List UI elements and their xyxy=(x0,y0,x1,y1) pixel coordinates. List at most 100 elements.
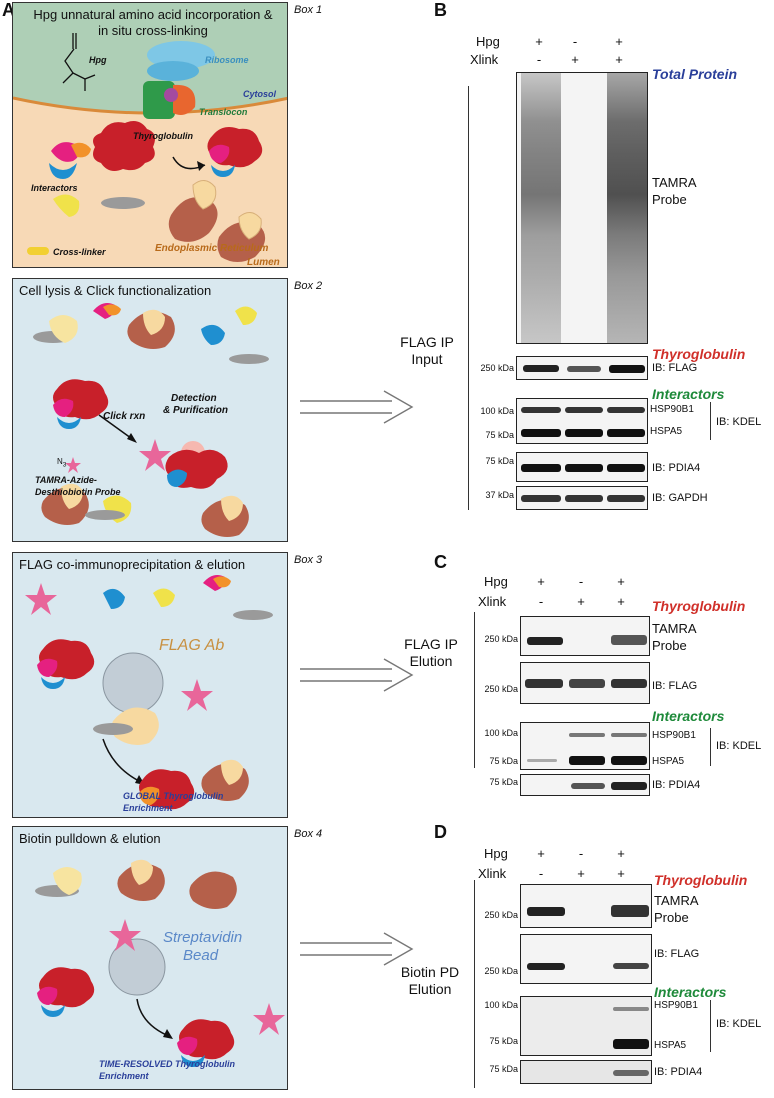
global-enrichment-line2: Enrichment xyxy=(123,803,173,813)
b-flag-blot xyxy=(516,356,648,380)
d-xlink-lane1: - xyxy=(538,866,544,881)
c-hsp90b1: HSP90B1 xyxy=(652,730,696,741)
probe-label-line1: TAMRA-Azide- xyxy=(35,475,97,485)
thyroglobulin-label: Thyroglobulin xyxy=(133,131,193,141)
b-hspa5-band1 xyxy=(521,429,561,437)
bead-label: Bead xyxy=(183,947,219,964)
d-kdel-blot xyxy=(520,996,652,1056)
b-kda-100: 100 kDa xyxy=(480,406,514,416)
b-kda-75a: 75 kDa xyxy=(485,430,514,440)
b-kdel-bracket xyxy=(710,402,711,440)
d-ib-flag: IB: FLAG xyxy=(654,948,700,960)
interactors-label: Interactors xyxy=(31,183,78,193)
c-tamra-blot xyxy=(520,616,650,656)
d-flag-band1 xyxy=(527,963,565,970)
box4-illustration xyxy=(35,859,285,1067)
time-resolved-line2: Enrichment xyxy=(99,1071,149,1081)
global-enrichment-line1: GLOBAL Thyroglobulin xyxy=(123,791,224,801)
d-flag-blot xyxy=(520,934,652,984)
probe-label-line2: Desthiobiotin Probe xyxy=(35,487,121,497)
box4-title: Biotin pulldown & elution xyxy=(19,831,161,846)
d-hsp90b1-band3 xyxy=(613,1007,649,1011)
d-pdia4-band3 xyxy=(613,1070,649,1076)
b-ib-kdel: IB: KDEL xyxy=(716,416,762,428)
c-flag-band2 xyxy=(569,679,605,688)
d-kda-75a: 75 kDa xyxy=(489,1036,518,1046)
c-pdia4-band2 xyxy=(571,783,605,789)
c-tamra-band3 xyxy=(611,635,647,645)
c-xlink-lane2: + xyxy=(577,594,585,609)
b-hspa5-band2 xyxy=(565,429,603,437)
c-xlink-lane1: - xyxy=(538,594,544,609)
d-tamra-blot xyxy=(520,884,652,928)
b-pdia4-band1 xyxy=(521,464,561,472)
c-hspa5-band2 xyxy=(569,756,605,765)
b-xlink-lane3: + xyxy=(615,52,623,67)
arrow-box4-to-d xyxy=(300,932,414,966)
d-kdel-bracket xyxy=(710,1000,711,1052)
b-kda-75b: 75 kDa xyxy=(485,456,514,466)
arrow-box2-to-b xyxy=(300,390,414,424)
box3-tag: Box 3 xyxy=(294,554,323,566)
arrow-box3-to-c xyxy=(300,658,414,692)
c-xlink-lane3: + xyxy=(617,594,625,609)
d-thyro-label: Thyroglobulin xyxy=(654,872,748,888)
er-label: Endoplasmic Reticulum xyxy=(155,243,269,254)
streptavidin-label: Streptavidin xyxy=(163,929,243,946)
translocon-label: Translocon xyxy=(199,107,248,117)
d-xlink-lane2: + xyxy=(577,866,585,881)
d-xlink-label: Xlink xyxy=(478,866,507,881)
c-xlink-label: Xlink xyxy=(478,594,507,609)
lumen-label: Lumen xyxy=(247,257,280,268)
c-hpg-lane1: + xyxy=(537,574,545,589)
b-ib-flag: IB: FLAG xyxy=(652,362,698,374)
b-hpg-lane1: + xyxy=(535,34,543,49)
c-interactors-label: Interactors xyxy=(652,708,725,724)
c-hspa5: HSPA5 xyxy=(652,756,685,767)
hpg-label: Hpg xyxy=(89,55,107,65)
c-flag-blot xyxy=(520,662,650,704)
panel-letter-a: A xyxy=(2,0,15,20)
d-kda-75b: 75 kDa xyxy=(489,1064,518,1074)
b-kda-37: 37 kDa xyxy=(485,490,514,500)
d-xlink-lane3: + xyxy=(617,866,625,881)
d-hspa5: HSPA5 xyxy=(654,1040,687,1051)
b-xlink-label: Xlink xyxy=(470,52,499,67)
b-hpg-lane3: + xyxy=(615,34,623,49)
panel-letter-b: B xyxy=(434,0,447,20)
c-pdia4-band3 xyxy=(611,782,647,790)
c-tamra-band1 xyxy=(527,637,563,645)
d-kda-250b: 250 kDa xyxy=(484,966,518,976)
box1-tag: Box 1 xyxy=(294,4,323,16)
d-interactors-label: Interactors xyxy=(654,984,727,1000)
c-hsp90b1-band2 xyxy=(569,733,605,737)
d-hpg-lane3: + xyxy=(617,846,625,861)
d-hpg-lane2: - xyxy=(578,846,584,861)
b-hpg-label: Hpg xyxy=(476,34,500,49)
b-flag-band2 xyxy=(567,366,601,372)
box1-illustration xyxy=(13,3,287,262)
b-pdia4-band2 xyxy=(565,464,603,472)
d-hpg-lane1: + xyxy=(537,846,545,861)
b-hsp90b1: HSP90B1 xyxy=(650,404,694,415)
purification-label: & Purification xyxy=(163,405,229,416)
b-xlink-lane1: - xyxy=(536,52,542,67)
d-ib-kdel: IB: KDEL xyxy=(716,1018,762,1030)
c-hspa5-band1 xyxy=(527,759,557,762)
time-resolved-line1: TIME-RESOLVED Thyroglobulin xyxy=(99,1059,235,1069)
box3-title: FLAG co-immunoprecipitation & elution xyxy=(19,557,246,572)
box2-title: Cell lysis & Click functionalization xyxy=(19,283,212,298)
c-ib-kdel: IB: KDEL xyxy=(716,740,762,752)
b-hpg-lane2: - xyxy=(572,34,578,49)
c-ib-flag: IB: FLAG xyxy=(652,680,698,692)
b-thyro-label: Thyroglobulin xyxy=(652,346,746,362)
b-hsp90b1-band3 xyxy=(607,407,645,413)
ribosome-label: Ribosome xyxy=(205,55,249,65)
c-kda-100: 100 kDa xyxy=(484,728,518,738)
c-hpg-label: Hpg xyxy=(484,574,508,589)
d-kda-100: 100 kDa xyxy=(484,1000,518,1010)
c-kdel-bracket xyxy=(710,728,711,766)
